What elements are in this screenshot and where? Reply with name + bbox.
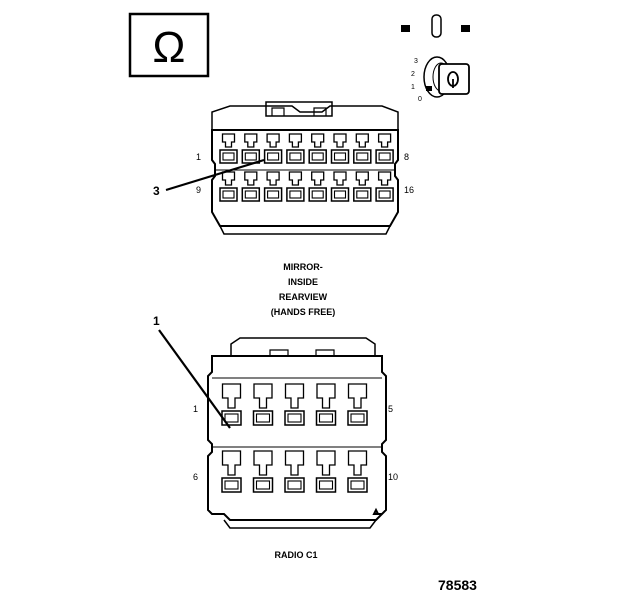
mirror-cavity-3: [263, 133, 283, 164]
mirror-cavity-16: [375, 171, 394, 202]
mirror-cavity-4: [286, 133, 305, 164]
radio-cavity-5: [347, 383, 368, 426]
mirror-pin-cavities: [219, 133, 394, 202]
mirror-cavity-1: [219, 133, 238, 164]
radio-cavity-2: [252, 383, 274, 426]
mirror-cavity-11: [263, 171, 283, 202]
radio-pin-label-10: 10: [388, 472, 398, 482]
mirror-cavity-10: [241, 171, 261, 202]
mirror-pin-label-8: 8: [404, 152, 409, 162]
mirror-cavity-15: [353, 171, 372, 202]
mirror-callout-3: 3: [153, 184, 160, 198]
radio-callout-1: 1: [153, 314, 160, 328]
mirror-pin-label-16: 16: [404, 185, 414, 195]
radio-connector: 1 5 6 10 1: [153, 314, 398, 529]
radio-cavity-10: [347, 450, 368, 493]
mirror-title-line-4: (HANDS FREE): [271, 307, 336, 317]
mirror-cavity-7: [353, 133, 372, 164]
mirror-cavity-14: [330, 171, 350, 202]
mirror-title-line-1: MIRROR-: [283, 262, 323, 272]
radio-cavity-1: [221, 383, 242, 426]
radio-pin-label-1: 1: [193, 404, 198, 414]
radio-cavity-4: [315, 383, 337, 426]
mirror-title-line-3: REARVIEW: [279, 292, 328, 302]
radio-cavity-9: [315, 450, 337, 493]
radio-pin-label-6: 6: [193, 472, 198, 482]
mirror-cavity-8: [375, 133, 394, 164]
mirror-cavity-9: [219, 171, 238, 202]
key-position-2: 2: [411, 71, 415, 78]
mirror-title-line-2: INSIDE: [288, 277, 318, 287]
mirror-cavity-12: [286, 171, 305, 202]
mirror-pin-label-9: 9: [196, 185, 201, 195]
key-position-0: 0: [418, 96, 422, 103]
mirror-title: MIRROR- INSIDE REARVIEW (HANDS FREE): [271, 262, 336, 317]
mirror-cavity-13: [308, 171, 327, 202]
radio-title: RADIO C1: [274, 550, 317, 560]
radio-pin-label-5: 5: [388, 404, 393, 414]
radio-cavity-3: [284, 383, 305, 426]
radio-cavity-8: [284, 450, 305, 493]
figure-number: 78583: [438, 577, 477, 593]
ignition-key-icon: 3 2 1 0: [401, 14, 470, 103]
radio-cavity-6: [221, 450, 242, 493]
mirror-cavity-2: [241, 133, 261, 164]
mirror-pin-label-1: 1: [196, 152, 201, 162]
omega-symbol-box: Ω: [128, 12, 210, 78]
mirror-cavity-5: [308, 133, 327, 164]
key-position-1: 1: [411, 84, 415, 91]
radio-cavity-7: [252, 450, 274, 493]
mirror-cavity-6: [330, 133, 350, 164]
omega-glyph: Ω: [153, 23, 186, 72]
mirror-connector: 1 8 9 16 3: [153, 101, 414, 235]
radio-pin-cavities: [221, 383, 368, 493]
key-position-3: 3: [414, 58, 418, 65]
